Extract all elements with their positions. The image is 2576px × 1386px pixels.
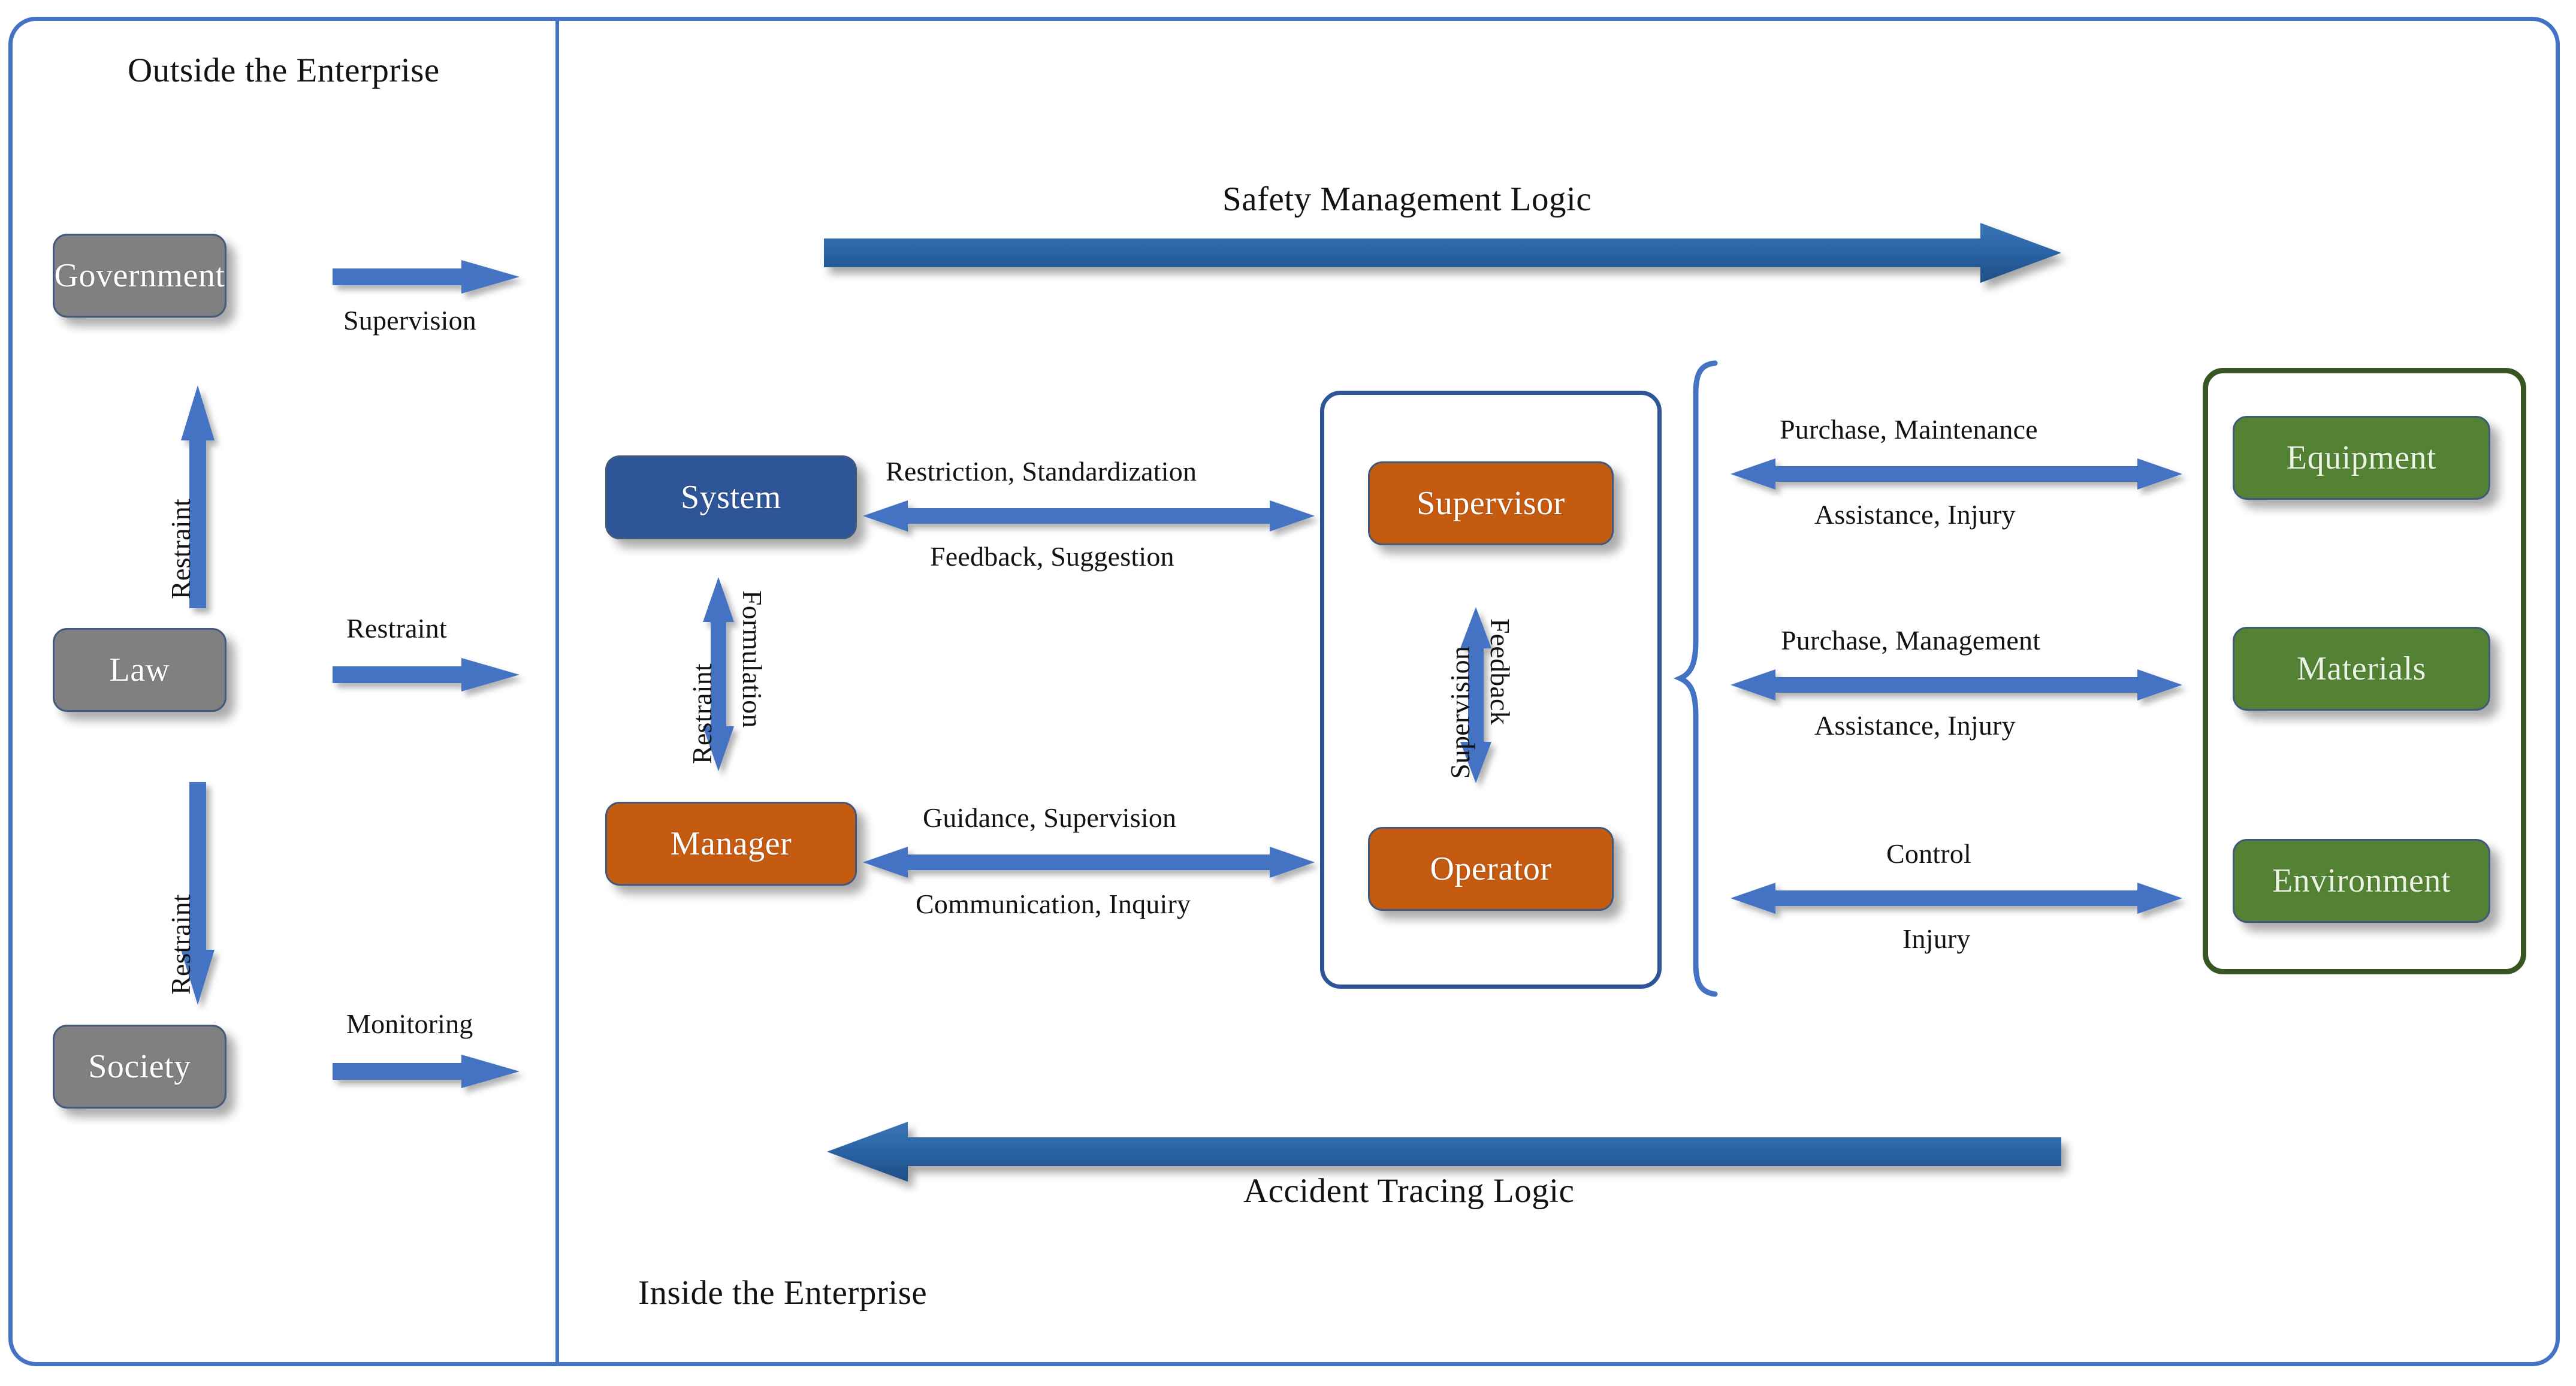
- node-operator-label: Operator: [1430, 850, 1552, 887]
- banner-label-safety-management-logic: Safety Management Logic: [1222, 180, 1592, 218]
- node-law[interactable]: Law: [53, 628, 227, 712]
- caption-outside-enterprise: Outside the Enterprise: [128, 52, 440, 89]
- node-environment[interactable]: Environment: [2233, 839, 2490, 923]
- node-government-label: Government: [54, 257, 225, 294]
- node-equipment-label: Equipment: [2286, 439, 2437, 476]
- node-operator[interactable]: Operator: [1368, 827, 1614, 911]
- node-manager[interactable]: Manager: [605, 802, 857, 886]
- banner-arrow-accident-tracing-logic: [824, 1121, 2064, 1186]
- edge-label-supervision-supervisor-operator: Supervision: [1445, 646, 1475, 779]
- node-environment-label: Environment: [2272, 862, 2451, 899]
- node-materials[interactable]: Materials: [2233, 627, 2490, 711]
- arrow-supervisor-operator-vertical: [1457, 605, 1494, 785]
- node-government[interactable]: Government: [53, 234, 227, 318]
- edge-label-supervision-government: Supervision: [343, 305, 476, 336]
- node-law-label: Law: [109, 651, 170, 689]
- arrow-law-to-society-restraint: [180, 779, 216, 1007]
- arrow-people-equipment: [1729, 455, 2184, 493]
- arrow-system-supervisor: [861, 497, 1316, 535]
- edge-label-injury-environment: Injury: [1902, 923, 1971, 954]
- edge-label-feedback-suggestion: Feedback, Suggestion: [930, 541, 1174, 572]
- edge-label-restraint-down: Restraint: [165, 894, 196, 995]
- edge-label-restraint-up: Restraint: [165, 499, 196, 599]
- brace-icon: [1673, 360, 1726, 998]
- arrow-manager-operator: [861, 844, 1316, 881]
- edge-label-assistance-injury-materials: Assistance, Injury: [1814, 710, 2016, 741]
- edge-label-assistance-injury-equipment: Assistance, Injury: [1814, 499, 2016, 530]
- node-system[interactable]: System: [605, 455, 857, 539]
- banner-arrow-safety-management-logic: [824, 222, 2064, 288]
- edge-label-control: Control: [1886, 838, 1971, 869]
- arrow-people-materials: [1729, 666, 2184, 703]
- group-resources: [2203, 368, 2526, 974]
- edge-label-restraint-system-manager: Restraint: [687, 663, 717, 764]
- node-society-label: Society: [88, 1048, 191, 1085]
- edge-label-feedback-operator-supervisor: Feedback: [1485, 618, 1515, 725]
- node-supervisor-label: Supervisor: [1417, 485, 1565, 522]
- node-manager-label: Manager: [670, 825, 792, 862]
- banner-label-accident-tracing-logic: Accident Tracing Logic: [1243, 1172, 1575, 1210]
- edge-label-purchase-management: Purchase, Management: [1781, 625, 2041, 656]
- arrow-people-environment: [1729, 880, 2184, 917]
- edge-label-formulation-manager-system: Formulation: [737, 590, 768, 728]
- node-materials-label: Materials: [2297, 650, 2426, 687]
- arrow-society-monitoring: [333, 1053, 524, 1089]
- node-system-label: System: [681, 479, 781, 516]
- arrow-government-supervision: [333, 259, 524, 295]
- node-society[interactable]: Society: [53, 1025, 227, 1109]
- group-people: [1320, 391, 1662, 989]
- edge-label-guidance-supervision: Guidance, Supervision: [923, 802, 1177, 833]
- enterprise-outer-frame: [8, 17, 2560, 1366]
- arrow-law-restraint: [333, 657, 524, 693]
- edge-label-purchase-maintenance: Purchase, Maintenance: [1780, 414, 2038, 445]
- caption-inside-enterprise: Inside the Enterprise: [638, 1274, 928, 1312]
- node-supervisor[interactable]: Supervisor: [1368, 461, 1614, 545]
- edge-label-monitoring-society: Monitoring: [346, 1008, 473, 1039]
- arrow-system-manager-vertical: [700, 575, 737, 773]
- edge-label-restraint-law: Restraint: [346, 613, 447, 644]
- edge-label-communication-inquiry: Communication, Inquiry: [916, 889, 1191, 919]
- node-equipment[interactable]: Equipment: [2233, 416, 2490, 500]
- enterprise-divider: [555, 18, 559, 1365]
- arrow-law-to-government-restraint: [180, 384, 216, 611]
- edge-label-restriction-standardization: Restriction, Standardization: [886, 456, 1197, 487]
